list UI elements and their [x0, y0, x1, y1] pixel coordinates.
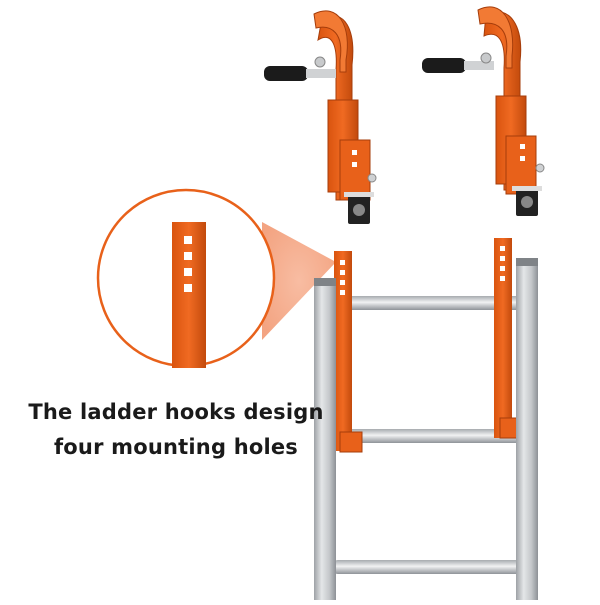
ladder-rung-2	[332, 429, 528, 443]
ladder-rail-right	[516, 262, 538, 600]
ladder-rung-3	[332, 560, 528, 574]
left-mounting-bracket	[334, 251, 363, 453]
right-grip	[422, 58, 466, 73]
callout-zoom	[96, 188, 336, 368]
ladder-rung-1	[332, 296, 528, 310]
ladder	[314, 238, 538, 600]
left-grip	[264, 66, 308, 81]
caption-line-1: The ladder hooks design	[28, 400, 324, 424]
right-hook	[422, 6, 545, 216]
magnified-bracket	[172, 222, 206, 368]
ladder-rail-left	[314, 282, 336, 600]
left-hook	[264, 10, 377, 224]
caption-line-2: four mounting holes	[53, 435, 299, 459]
